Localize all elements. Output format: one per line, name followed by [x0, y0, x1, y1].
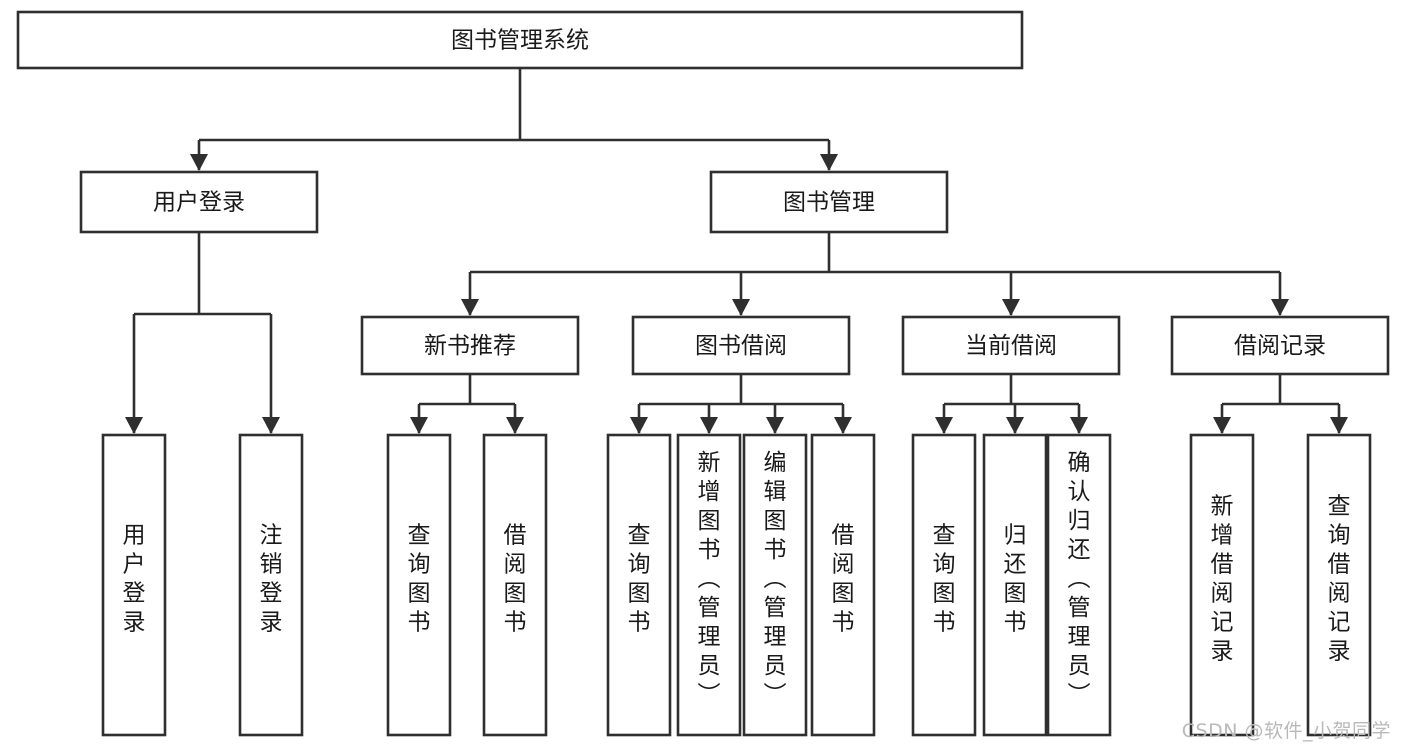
- arrowhead-leaf-current-confirm: [1070, 417, 1088, 434]
- node-user-login[interactable]: 用户登录: [79, 170, 319, 234]
- arrowhead-leaf-borrow-do: [834, 417, 852, 434]
- arrowhead-leaf-user-login: [125, 417, 143, 434]
- nodes-layer: 图书管理系统用户登录图书管理新书推荐图书借阅当前借阅借阅记录用户登录注销登录查询…: [16, 10, 1390, 737]
- node-root[interactable]: 图书管理系统: [16, 10, 1024, 70]
- node-box-leaf-borrow-query[interactable]: [606, 433, 672, 737]
- arrowhead-leaf-current-return: [1006, 417, 1024, 434]
- arrowhead-leaf-borrow-query: [630, 417, 648, 434]
- node-borrow-record[interactable]: 借阅记录: [1170, 315, 1390, 376]
- node-label-leaf-current-confirm: 确认归还︵管理员︶: [1068, 450, 1091, 708]
- node-label-borrow-record: 借阅记录: [1234, 333, 1326, 359]
- node-box-root[interactable]: [16, 10, 1024, 70]
- node-leaf-user-logout[interactable]: 注销登录: [238, 433, 304, 737]
- node-label-leaf-borrow-edit: 编辑图书︵管理员︶: [764, 450, 787, 708]
- arrowhead-leaf-user-logout: [262, 417, 280, 434]
- node-box-leaf-rec-borrow[interactable]: [482, 433, 548, 737]
- node-box-leaf-user-logout[interactable]: [238, 433, 304, 737]
- arrowhead-book-manage: [820, 154, 838, 171]
- edge-group-borrow-record: [1213, 374, 1348, 434]
- node-leaf-rec-query[interactable]: 查询图书: [386, 433, 452, 737]
- node-box-leaf-borrow-do[interactable]: [810, 433, 876, 737]
- node-book-borrow[interactable]: 图书借阅: [631, 315, 851, 376]
- node-leaf-rec-borrow[interactable]: 借阅图书: [482, 433, 548, 737]
- node-label-current-borrow: 当前借阅: [965, 333, 1057, 359]
- edge-group-book-borrow: [630, 374, 852, 434]
- node-label-leaf-rec-borrow: 借阅图书: [504, 523, 527, 636]
- node-label-leaf-current-return: 归还图书: [1004, 523, 1027, 636]
- node-leaf-current-return[interactable]: 归还图书: [982, 433, 1048, 737]
- node-leaf-user-login[interactable]: 用户登录: [101, 433, 167, 737]
- node-leaf-borrow-edit[interactable]: 编辑图书︵管理员︶: [742, 433, 808, 737]
- edge-group-user-login: [125, 232, 280, 434]
- arrowhead-leaf-record-add: [1213, 417, 1231, 434]
- node-box-current-borrow[interactable]: [901, 315, 1121, 376]
- node-label-new-book-rec: 新书推荐: [424, 333, 516, 359]
- node-label-leaf-borrow-query: 查询图书: [628, 523, 651, 636]
- node-label-leaf-record-add: 新增借阅记录: [1211, 494, 1234, 665]
- node-box-new-book-rec[interactable]: [360, 315, 580, 376]
- arrowhead-leaf-rec-borrow: [506, 417, 524, 434]
- node-box-borrow-record[interactable]: [1170, 315, 1390, 376]
- arrowhead-leaf-borrow-add: [700, 417, 718, 434]
- node-box-leaf-current-query[interactable]: [911, 433, 977, 737]
- node-box-book-borrow[interactable]: [631, 315, 851, 376]
- node-leaf-current-confirm[interactable]: 确认归还︵管理员︶: [1046, 433, 1112, 737]
- arrowhead-leaf-borrow-edit: [766, 417, 784, 434]
- node-leaf-borrow-query[interactable]: 查询图书: [606, 433, 672, 737]
- node-box-leaf-rec-query[interactable]: [386, 433, 452, 737]
- node-new-book-rec[interactable]: 新书推荐: [360, 315, 580, 376]
- edges-layer: [125, 68, 1348, 434]
- node-leaf-current-query[interactable]: 查询图书: [911, 433, 977, 737]
- node-box-leaf-record-add[interactable]: [1189, 433, 1255, 737]
- node-current-borrow[interactable]: 当前借阅: [901, 315, 1121, 376]
- node-label-book-borrow: 图书借阅: [695, 333, 787, 359]
- node-box-user-login[interactable]: [79, 170, 319, 234]
- node-box-leaf-user-login[interactable]: [101, 433, 167, 737]
- arrowhead-borrow-record: [1271, 299, 1289, 316]
- arrowhead-new-book-rec: [461, 299, 479, 316]
- node-label-leaf-user-logout: 注销登录: [260, 523, 283, 636]
- arrowhead-user-login: [190, 154, 208, 171]
- node-label-leaf-rec-query: 查询图书: [408, 523, 431, 636]
- node-label-leaf-user-login: 用户登录: [123, 523, 146, 636]
- node-box-leaf-record-query[interactable]: [1306, 433, 1372, 737]
- node-label-leaf-record-query: 查询借阅记录: [1328, 494, 1351, 665]
- node-label-leaf-borrow-add: 新增图书︵管理员︶: [698, 450, 721, 708]
- edge-group-root: [190, 68, 838, 171]
- node-box-leaf-borrow-add[interactable]: [676, 433, 742, 737]
- node-leaf-borrow-do[interactable]: 借阅图书: [810, 433, 876, 737]
- node-box-leaf-current-confirm[interactable]: [1046, 433, 1112, 737]
- arrowhead-leaf-rec-query: [410, 417, 428, 434]
- node-leaf-record-add[interactable]: 新增借阅记录: [1189, 433, 1255, 737]
- csdn-watermark: CSDN @软件_小贺同学: [1181, 720, 1391, 742]
- node-label-leaf-borrow-do: 借阅图书: [832, 523, 855, 636]
- arrowhead-current-borrow: [1002, 299, 1020, 316]
- node-book-manage[interactable]: 图书管理: [709, 170, 949, 234]
- node-box-book-manage[interactable]: [709, 170, 949, 234]
- arrowhead-book-borrow: [732, 299, 750, 316]
- node-label-user-login: 用户登录: [153, 190, 245, 216]
- node-label-root: 图书管理系统: [451, 28, 589, 54]
- edge-group-new-book-rec: [410, 374, 524, 434]
- node-box-leaf-borrow-edit[interactable]: [742, 433, 808, 737]
- edge-group-current-borrow: [935, 374, 1088, 434]
- node-leaf-borrow-add[interactable]: 新增图书︵管理员︶: [676, 433, 742, 737]
- node-leaf-record-query[interactable]: 查询借阅记录: [1306, 433, 1372, 737]
- node-label-leaf-current-query: 查询图书: [933, 523, 956, 636]
- arrowhead-leaf-record-query: [1330, 417, 1348, 434]
- node-label-book-manage: 图书管理: [783, 190, 875, 216]
- edge-group-book-manage: [461, 232, 1289, 316]
- node-box-leaf-current-return[interactable]: [982, 433, 1048, 737]
- arrowhead-leaf-current-query: [935, 417, 953, 434]
